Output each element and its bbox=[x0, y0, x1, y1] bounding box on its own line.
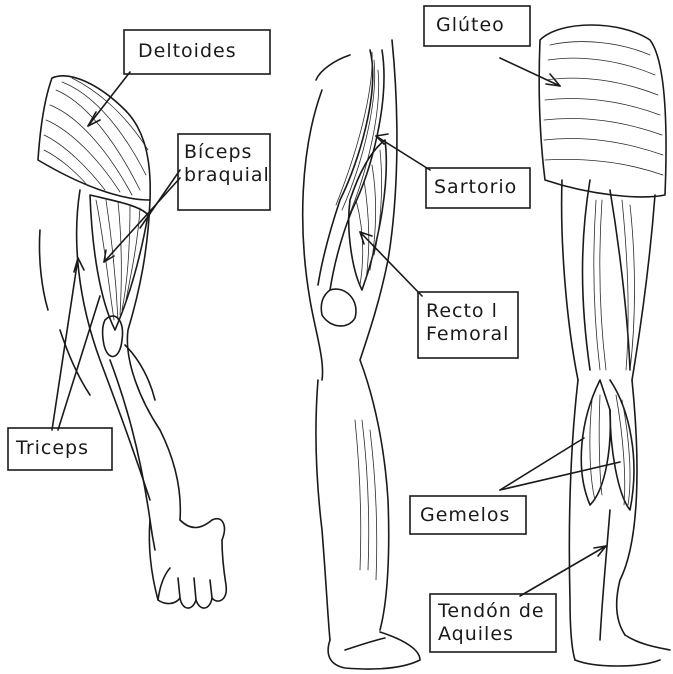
sartorio-label: Sartorio bbox=[434, 176, 517, 199]
recto-femoral-label: Recto l Femoral bbox=[426, 300, 509, 346]
triceps-pointer-2 bbox=[58, 296, 100, 430]
front-leg-figure bbox=[303, 40, 420, 669]
back-leg-figure bbox=[539, 25, 670, 666]
sartorius-muscle bbox=[318, 50, 373, 285]
achilles-tendon bbox=[600, 510, 610, 640]
gluteo-pointer bbox=[500, 58, 560, 86]
tendon-pointer bbox=[520, 546, 606, 596]
deltoid-muscle bbox=[38, 76, 150, 200]
gemelos-label: Gemelos bbox=[420, 504, 510, 527]
front-foot bbox=[328, 632, 420, 669]
gastrocnemius-muscle bbox=[581, 380, 610, 505]
triceps-pointer-1 bbox=[52, 258, 78, 430]
deltoides-label: Deltoides bbox=[138, 40, 237, 63]
gluteo-label: Glúteo bbox=[436, 14, 505, 37]
pointer-lines bbox=[52, 58, 620, 596]
gluteus-muscle bbox=[539, 25, 666, 197]
sartorio-pointer bbox=[376, 136, 430, 170]
tendon-aquiles-label: Tendón de Aquiles bbox=[438, 600, 545, 646]
deltoid-hatching bbox=[44, 78, 148, 195]
hand bbox=[149, 520, 226, 608]
triceps-label: Triceps bbox=[16, 437, 89, 460]
biceps-pointer-2 bbox=[104, 178, 180, 262]
biceps-label: Bíceps braquial bbox=[184, 141, 270, 187]
